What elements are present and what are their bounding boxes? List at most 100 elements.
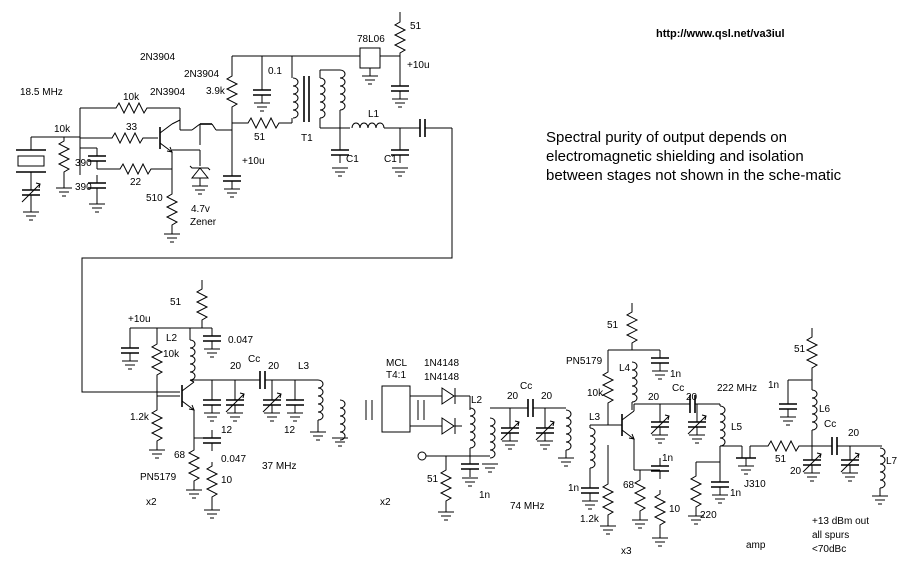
c-20-label-g: 20	[790, 466, 802, 477]
trimmer-20-g	[802, 451, 822, 474]
resistor-51-c	[196, 284, 208, 324]
capacitor-1n-c	[580, 479, 600, 502]
coupling-capacitor-cc-d	[823, 436, 846, 456]
resistor-10-a	[206, 461, 218, 501]
trimmer-20-c	[500, 419, 520, 442]
c-1n-label-a: 1n	[479, 490, 490, 501]
ground-symbol	[203, 412, 221, 422]
transistor-q3	[181, 381, 195, 411]
transistor-label-a: 2N3904	[140, 52, 175, 63]
ground-symbol	[391, 167, 409, 177]
zener-diode	[189, 150, 211, 186]
ground-symbol	[631, 519, 649, 529]
ground-symbol	[55, 187, 73, 197]
j310-label: J310	[744, 479, 766, 490]
ground-symbol	[331, 437, 349, 447]
transformer-primary	[339, 399, 346, 441]
r-510-label: 510	[146, 193, 163, 204]
amplifier-stage: J310 51 51 1n L6 20 Cc 20 L7 amp +13 dBm…	[720, 328, 897, 555]
ground-symbol	[651, 537, 669, 547]
resistor-510	[166, 189, 178, 229]
spectral-purity-note: Spectral purity of output depends on ele…	[546, 129, 842, 184]
inductor-l3-a	[317, 379, 324, 421]
c-20-label-f: 20	[686, 392, 698, 403]
c-01-label: 0.1	[268, 66, 282, 77]
trimmer-20-a	[225, 391, 245, 414]
capacitor-047-b	[202, 429, 222, 452]
r-51-label-g: 51	[794, 344, 806, 355]
capacitor-10u-a	[222, 167, 242, 190]
t41-label: T4:1	[386, 370, 406, 381]
capacitor-10u-b	[390, 77, 410, 100]
website-url: http://www.qsl.net/va3iul	[656, 28, 785, 40]
ground-symbol	[226, 412, 244, 422]
r-51-label-b: 51	[410, 21, 422, 32]
resistor-51-f	[763, 440, 803, 452]
q-pn5179-label-a: PN5179	[140, 472, 177, 483]
c-20-label-c: 20	[507, 391, 519, 402]
resistor-51-d	[440, 465, 452, 505]
freq-74-label: 74 MHz	[510, 501, 544, 512]
capacitor-12-b	[285, 391, 305, 414]
freq-37-label: 37 MHz	[262, 461, 296, 472]
ground-symbol	[253, 102, 271, 112]
osc-freq-label: 18.5 MHz	[20, 87, 63, 98]
mcl-label: MCL	[386, 358, 408, 369]
trimmer-20-h	[840, 451, 860, 474]
r-1k2-label-a: 1.2k	[130, 412, 150, 423]
transformer-t1	[291, 56, 326, 123]
ground-symbol	[148, 449, 166, 459]
r-3k9-label: 3.9k	[206, 86, 226, 97]
inductor-secondary-b	[489, 417, 496, 459]
ground-symbol	[263, 412, 281, 422]
c-20-label-a: 20	[230, 361, 242, 372]
diode-1n4148-a	[441, 387, 470, 405]
resistor-10k-c	[151, 339, 163, 379]
ground-symbol	[191, 185, 209, 195]
resistor-10k-b	[111, 102, 151, 114]
input-terminal	[417, 451, 427, 461]
l2-label-b: L2	[471, 395, 483, 406]
trimmer-20-b	[262, 391, 282, 414]
trimmer-20-f	[687, 413, 707, 436]
ground-symbol	[391, 98, 409, 108]
c-047-label-a: 0.047	[228, 335, 253, 346]
output-label-2: all spurs	[812, 530, 849, 541]
transistor-label-b: 2N3904	[184, 69, 219, 80]
capacitor-12-a	[202, 391, 222, 414]
ground-symbol	[223, 188, 241, 198]
ground-symbol	[779, 416, 797, 426]
resistor-3k9	[226, 71, 238, 111]
inductor-output-b	[565, 409, 572, 451]
resistor-68-b	[634, 475, 646, 515]
ground-symbol	[501, 440, 519, 450]
coupling-capacitor-cc-a	[251, 370, 274, 390]
inductor-l5	[719, 405, 726, 447]
resistor-51-b	[394, 17, 406, 57]
diode-label-2: 1N4148	[424, 372, 459, 383]
mult-x3-label: x3	[621, 546, 632, 557]
c-1n-label-b: 1n	[670, 369, 681, 380]
resistor-10k-a	[58, 136, 70, 176]
resistor-1k2-b	[602, 479, 614, 519]
ground-symbol	[185, 489, 203, 499]
capacitor-1n-a	[460, 455, 480, 478]
mult-x2-label-a: x2	[146, 497, 157, 508]
l4-label: L4	[619, 363, 631, 374]
freq-222-label: 222 MHz	[717, 383, 757, 394]
capacitor-0-1	[252, 81, 272, 104]
c1-label-b: C1	[384, 154, 397, 165]
resistor-33	[107, 132, 147, 144]
r-51-label-d: 51	[427, 474, 439, 485]
capacitor-1n-e	[710, 473, 730, 496]
cc-label-c: Cc	[672, 383, 684, 394]
inductor-l2-b	[469, 407, 476, 449]
c1-label-a: C1	[346, 154, 359, 165]
ground-symbol	[481, 463, 499, 473]
resistor-51-a	[243, 117, 283, 129]
c-12-label-b: 12	[284, 425, 296, 436]
coupling-capacitor-cc-b	[519, 398, 542, 418]
c-10u-label-b: +10u	[407, 60, 430, 71]
